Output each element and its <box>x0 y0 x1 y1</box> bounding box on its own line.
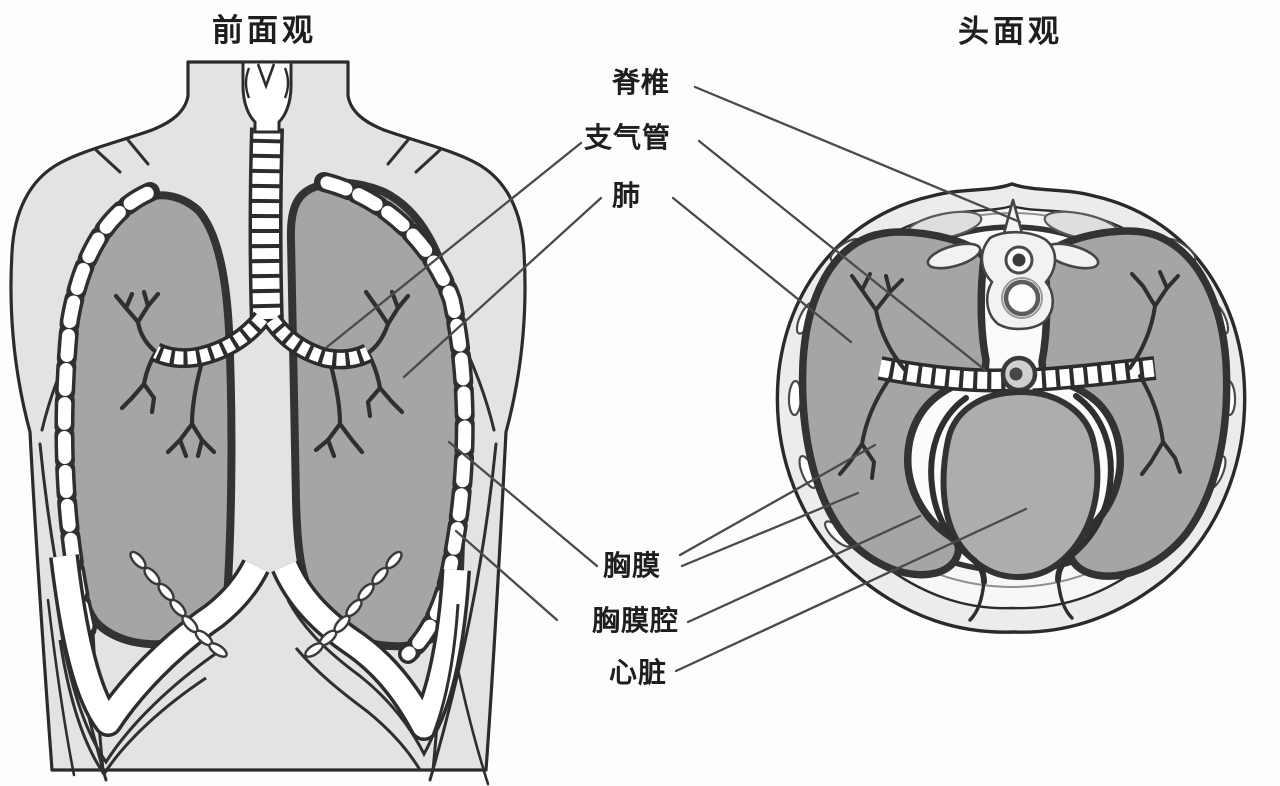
leader-line-bronchi-left <box>325 141 583 349</box>
axial-view-diagram <box>775 182 1247 634</box>
leader-line-pleural-cavity-right <box>686 514 922 624</box>
top-view-title: 头面观 <box>958 14 1063 49</box>
label-spine: 脊椎 <box>612 67 671 98</box>
axial-bronchi <box>838 270 1182 480</box>
leader-line-pleura-right-upper <box>678 443 877 557</box>
aorta <box>1000 355 1038 393</box>
anterior-view-diagram <box>9 60 527 786</box>
costal-margin <box>49 554 471 777</box>
larynx <box>241 60 293 134</box>
leader-line-bronchi-right <box>697 139 987 372</box>
leader-line-pleura-right-lower <box>680 491 860 568</box>
vertebra <box>926 198 1100 331</box>
label-heart: 心脏 <box>609 657 668 688</box>
label-bronchi: 支气管 <box>584 122 672 153</box>
label-pleural-cavity: 胸膜腔 <box>592 605 680 636</box>
front-view-title: 前面观 <box>212 13 317 48</box>
trachea <box>248 127 284 327</box>
leader-line-lung-left <box>402 196 603 379</box>
leader-line-heart <box>674 507 1028 673</box>
label-pleura: 胸膜 <box>603 550 662 581</box>
rib-arcs <box>54 172 475 664</box>
label-lung: 肺 <box>612 180 642 211</box>
airway-branches <box>113 289 411 459</box>
esophagus <box>1001 277 1043 319</box>
main-bronchi <box>151 311 373 370</box>
leader-line-pleural-cavity-left <box>454 529 559 622</box>
costal-cartilage-segments <box>129 550 403 658</box>
leader-line-pleura-left <box>447 440 599 568</box>
leader-line-lung-right <box>671 196 853 344</box>
pericardial-pleura-lines <box>928 393 1114 622</box>
leader-line-spine <box>693 85 1022 224</box>
leader-lines <box>325 85 1028 673</box>
